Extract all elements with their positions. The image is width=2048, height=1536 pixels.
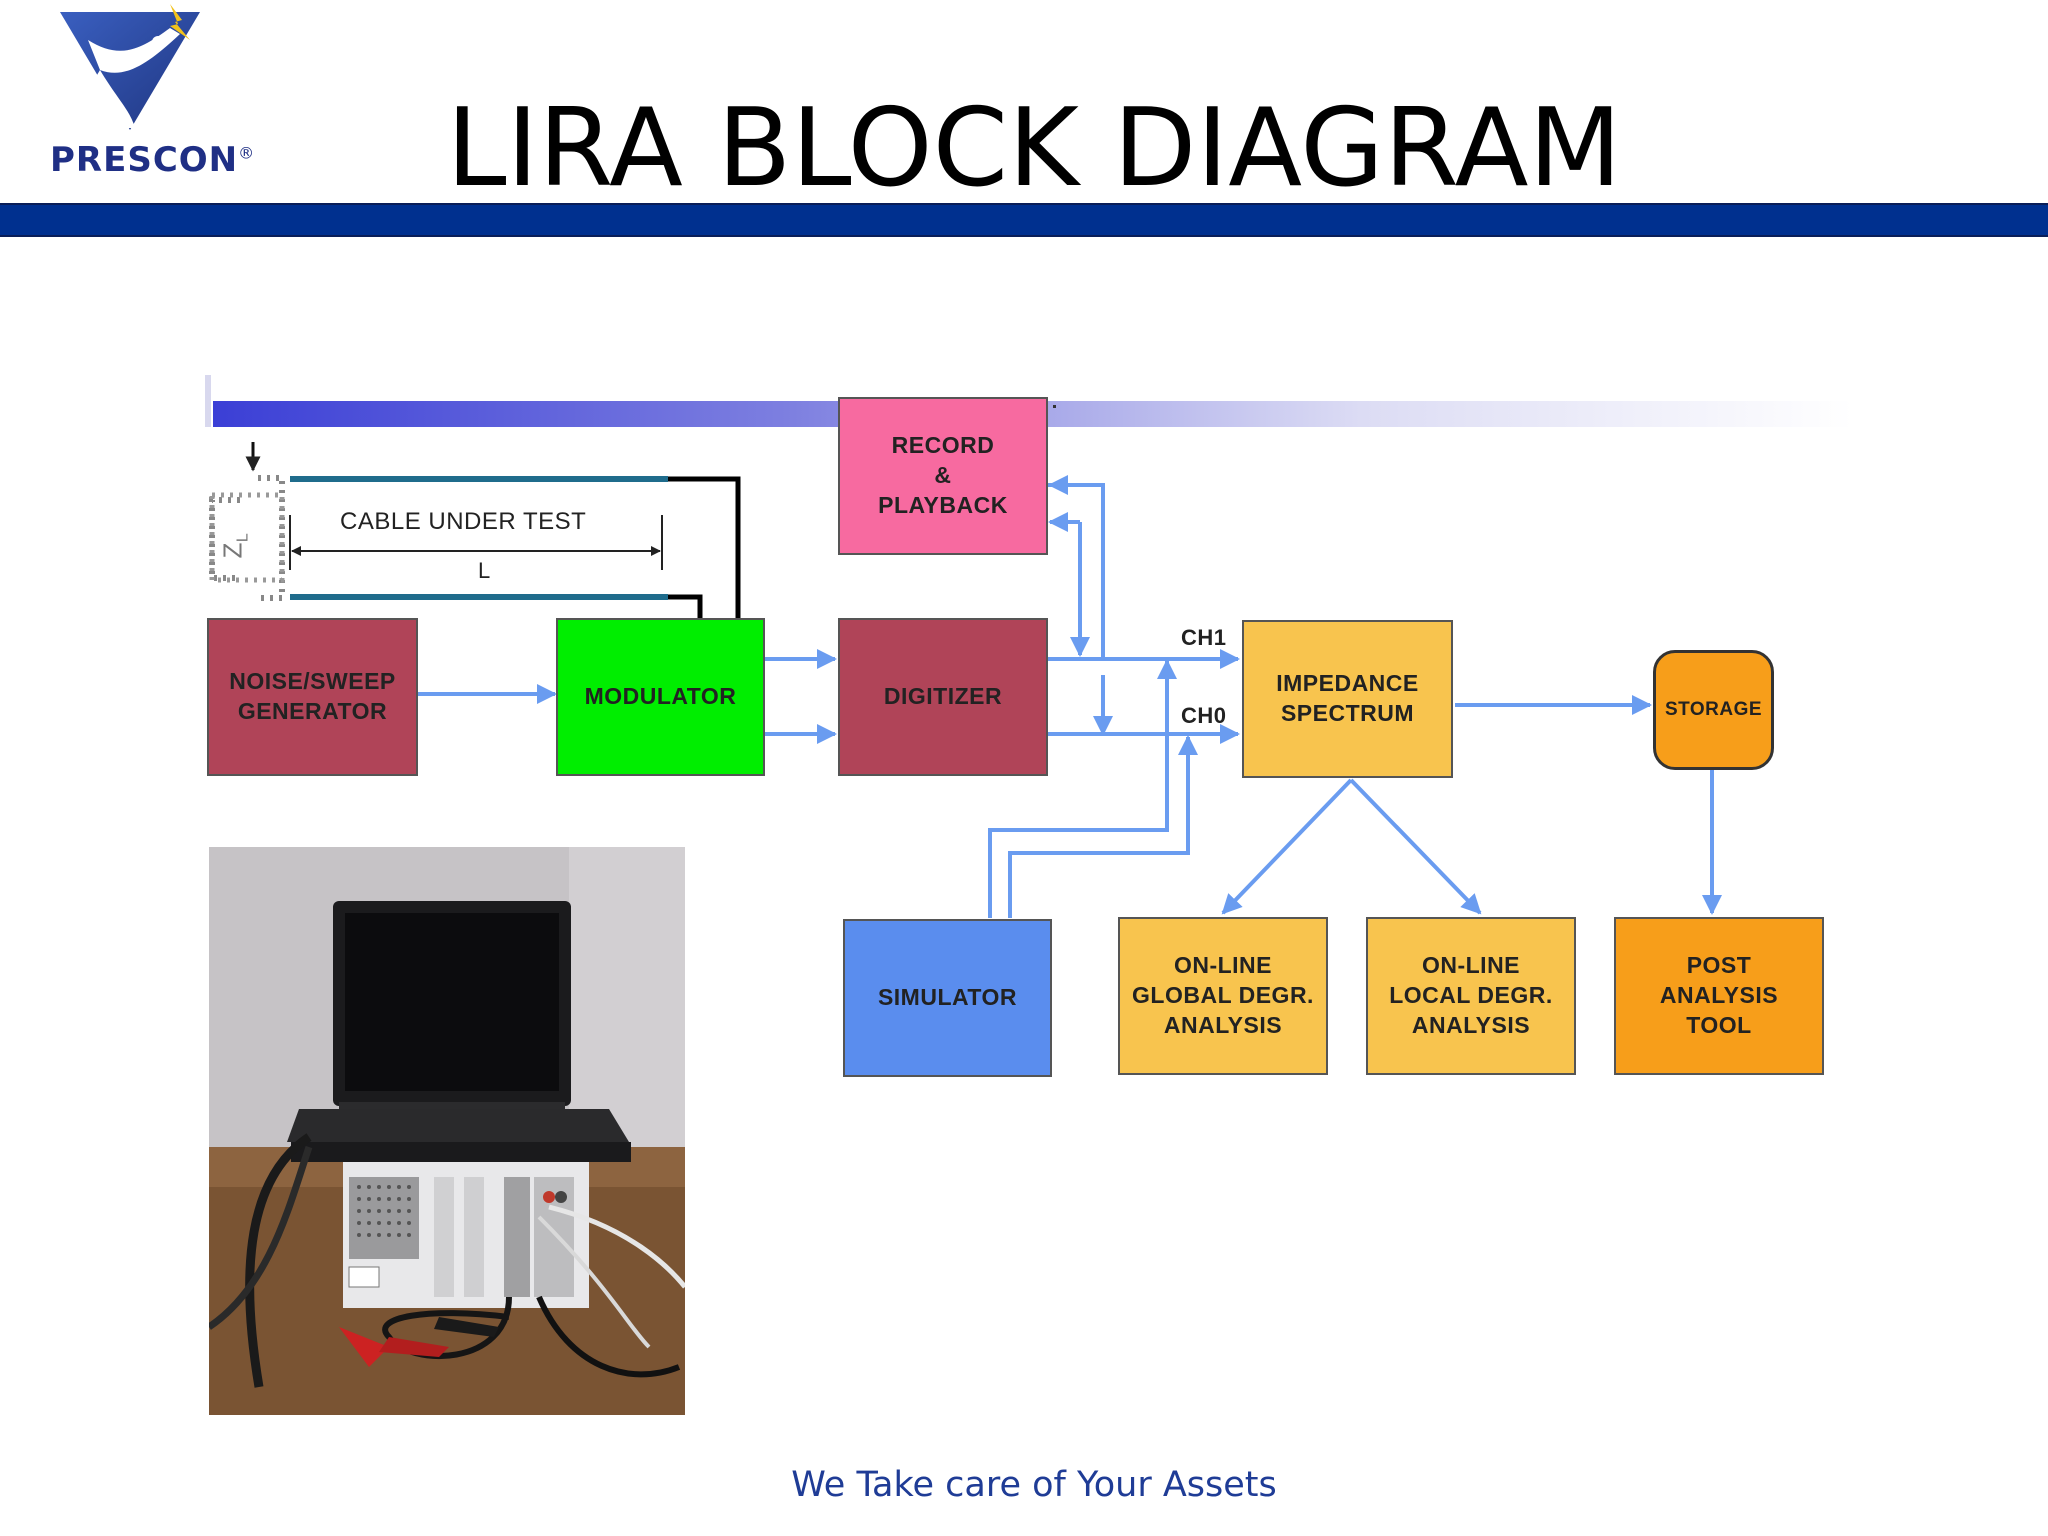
simulator-block: SIMULATOR [843,919,1052,1077]
arrow-simulator-ch1 [988,659,1177,918]
slide-footer-tagline: We Take care of Your Assets [791,1465,1277,1505]
local-degradation-analysis-block: ON-LINE LOCAL DEGR. ANALYSIS [1366,917,1576,1075]
ch1-label: CH1 [1181,625,1227,650]
arrow-record-to-ch1 [1048,483,1105,657]
banner-dot [1053,405,1056,408]
load-dotted-outline [209,475,285,601]
post-analysis-tool-block: POST ANALYSIS TOOL [1614,917,1824,1075]
global-degradation-analysis-block: ON-LINE GLOBAL DEGR. ANALYSIS [1118,917,1328,1075]
prescon-logo [60,4,200,130]
record-playback-block: RECORD & PLAYBACK [838,397,1048,555]
brand-name: PRESCON [50,140,239,180]
modulator-block: MODULATOR [556,618,765,776]
slide-title: LIRA BLOCK DIAGRAM [446,86,1622,211]
cable-length-label: L [478,558,491,583]
brand-wordmark: PRESCON® [50,140,255,180]
noise-sweep-generator-block: NOISE/SWEEP GENERATOR [207,618,418,776]
load-impedance-symbol: Z [217,542,248,559]
cable-under-test-label: CABLE UNDER TEST [340,508,587,535]
title-underline-bar [0,203,2048,237]
load-impedance-subscript: L [234,532,252,543]
ch0-label: CH0 [1181,703,1227,728]
digitizer-block: DIGITIZER [838,618,1048,776]
arrow-impedance-global [1221,778,1353,915]
arrow-impedance-local [1349,778,1482,915]
impedance-spectrum-block: IMPEDANCE SPECTRUM [1242,620,1453,778]
arrow-simulator-ch0 [1008,735,1198,918]
registered-mark: ® [238,143,256,163]
diagram-banner [205,375,211,427]
load-dotted-box [209,492,285,583]
load-impedance-label: ZL [217,533,252,559]
cable-lead-bottom [668,594,703,620]
lira-hardware-photo [209,847,685,1415]
storage-block: STORAGE [1653,650,1774,770]
cable-lead-top [668,476,741,620]
